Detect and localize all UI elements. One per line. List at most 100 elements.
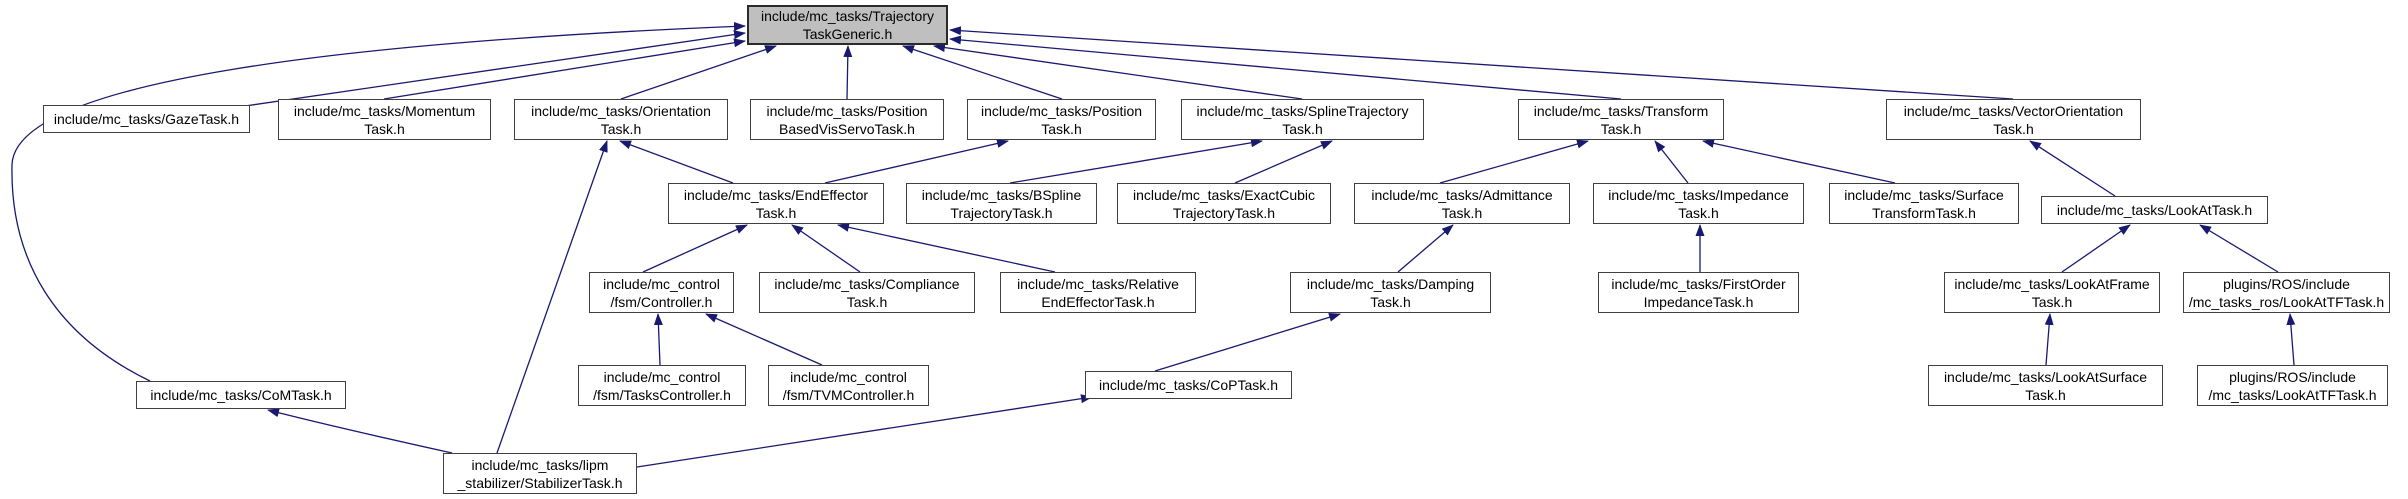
node-label-line: include/mc_tasks/Transform	[1533, 102, 1709, 119]
edge-com-task-to-trajectory-task-generic	[11, 21, 746, 382]
node-label-line: TrajectoryTask.h	[1172, 204, 1276, 221]
node-label-line: include/mc_tasks/Impedance	[1608, 186, 1789, 203]
node-label-line: TrajectoryTask.h	[950, 204, 1053, 221]
node-label-line: plugins/ROS/include	[2223, 275, 2350, 292]
edge-vector-orientation-task-to-trajectory-task-generic	[949, 26, 2014, 100]
node-label-line: include/mc_tasks/Relative	[1017, 275, 1179, 292]
node-label-line: Task.h	[1041, 120, 1082, 137]
edge-relative-end-effector-task-to-end-effector-task	[837, 222, 1056, 273]
node-label-line: _stabilizer/StabilizerTask.h	[457, 474, 623, 491]
node-label-line: BasedVisServoTask.h	[779, 120, 915, 137]
node-label-line: include/mc_tasks/Damping	[1306, 275, 1475, 292]
node-label-line: include/mc_tasks/LookAtTask.h	[2056, 202, 2253, 218]
node-label-line: Task.h	[1282, 120, 1323, 137]
node-fsm-controller[interactable]: include/mc_control/fsm/Controller.h	[589, 272, 734, 313]
edge-end-effector-task-to-position-task	[824, 139, 1009, 184]
edge-stabilizer-task-to-cop-task	[636, 394, 1093, 468]
node-label-line: include/mc_tasks/ExactCubic	[1132, 186, 1316, 203]
node-label-line: EndEffectorTask.h	[1041, 293, 1155, 310]
node-label-line: /mc_tasks_ros/LookAtTFTask.h	[2188, 293, 2385, 310]
node-look-at-tf-task-plugin[interactable]: plugins/ROS/include/mc_tasks/LookAtTFTas…	[2197, 365, 2388, 406]
node-label-line: include/mc_tasks/Orientation	[531, 102, 711, 119]
node-label-line: /fsm/TVMController.h	[782, 386, 915, 403]
edge-compliance-task-to-end-effector-task	[791, 224, 861, 273]
node-label-line: Task.h	[755, 204, 797, 221]
node-tvm-controller[interactable]: include/mc_control/fsm/TVMController.h	[768, 365, 929, 406]
edge-end-effector-task-to-orientation-task	[619, 140, 734, 184]
node-com-task[interactable]: include/mc_tasks/CoMTask.h	[136, 381, 346, 409]
node-label-line: include/mc_tasks/lipm	[471, 456, 609, 473]
node-label-line: include/mc_tasks/Trajectory	[761, 8, 934, 24]
edge-stabilizer-task-to-orientation-task	[496, 140, 608, 454]
node-label-line: Task.h	[600, 120, 642, 137]
node-label-line: include/mc_tasks/SplineTrajectory	[1196, 102, 1409, 119]
node-label-line: include/mc_tasks/GazeTask.h	[53, 111, 240, 127]
node-tasks-controller[interactable]: include/mc_control/fsm/TasksController.h	[578, 365, 746, 406]
node-label-line: include/mc_tasks/Compliance	[774, 275, 960, 292]
node-label-line: /mc_tasks/LookAtTFTask.h	[2208, 386, 2377, 403]
node-look-at-task[interactable]: include/mc_tasks/LookAtTask.h	[2041, 196, 2268, 224]
node-stabilizer-task[interactable]: include/mc_tasks/lipm_stabilizer/Stabili…	[443, 453, 637, 494]
node-label-line: Task.h	[1370, 293, 1411, 310]
node-label-line: include/mc_control	[603, 275, 720, 292]
edge-position-task-to-trajectory-task-generic	[902, 45, 1063, 100]
node-label-line: include/mc_control	[603, 368, 721, 385]
node-label-line: Task.h	[2025, 386, 2066, 403]
edge-damping-task-to-admittance-task	[1397, 224, 1454, 273]
edge-admittance-task-to-transform-task	[1439, 139, 1589, 184]
edge-surface-transform-task-to-transform-task	[1702, 138, 1896, 184]
edge-spline-trajectory-task-to-trajectory-task-generic	[933, 43, 1303, 100]
node-label-line: Task.h	[1678, 204, 1719, 221]
node-label-line: include/mc_tasks/LookAtSurface	[1943, 368, 2148, 385]
node-label-line: include/mc_tasks/CoPTask.h	[1099, 377, 1278, 393]
node-label-line: /fsm/Controller.h	[610, 293, 713, 310]
node-gaze-task[interactable]: include/mc_tasks/GazeTask.h	[43, 105, 250, 133]
node-label-line: TransformTask.h	[1872, 204, 1976, 221]
node-look-at-tf-task-ros[interactable]: plugins/ROS/include/mc_tasks_ros/LookAtT…	[2183, 272, 2390, 313]
node-label-line: include/mc_tasks/Position	[980, 102, 1143, 119]
node-label-line: Task.h	[846, 293, 888, 310]
node-label-line: /fsm/TasksController.h	[593, 386, 731, 403]
node-label-line: ImpedanceTask.h	[1643, 293, 1754, 310]
edge-look-at-frame-task-to-look-at-task	[2061, 224, 2131, 273]
edge-look-at-surface-task-to-look-at-frame-task	[2044, 313, 2054, 366]
edge-gaze-task-to-trajectory-task-generic	[244, 30, 746, 107]
node-label-line: include/mc_tasks/VectorOrientation	[1903, 102, 2124, 119]
node-label-line: include/mc_control	[790, 368, 907, 385]
node-label-line: Task.h	[364, 120, 405, 137]
edge-transform-task-to-trajectory-task-generic	[949, 35, 1622, 100]
node-cop-task[interactable]: include/mc_tasks/CoPTask.h	[1085, 371, 1292, 399]
node-label-line: include/mc_tasks/EndEffector	[683, 186, 869, 203]
node-label-line: TaskGeneric.h	[802, 26, 893, 42]
node-label-line: include/mc_tasks/Surface	[1844, 186, 2004, 203]
node-label-line: Task.h	[1993, 120, 2034, 137]
edge-bspline-trajectory-task-to-spline-trajectory-task	[1009, 138, 1263, 184]
edge-look-at-task-to-vector-orientation-task	[2029, 140, 2116, 197]
node-label-line: include/mc_tasks/LookAtFrame	[1954, 275, 2150, 292]
edge-look-at-tf-task-plugin-to-look-at-tf-task-ros	[2286, 313, 2296, 366]
edge-impedance-task-to-transform-task	[1654, 140, 1689, 184]
node-label-line: Task.h	[1441, 204, 1483, 221]
node-label-line: include/mc_tasks/Momentum	[293, 102, 476, 119]
